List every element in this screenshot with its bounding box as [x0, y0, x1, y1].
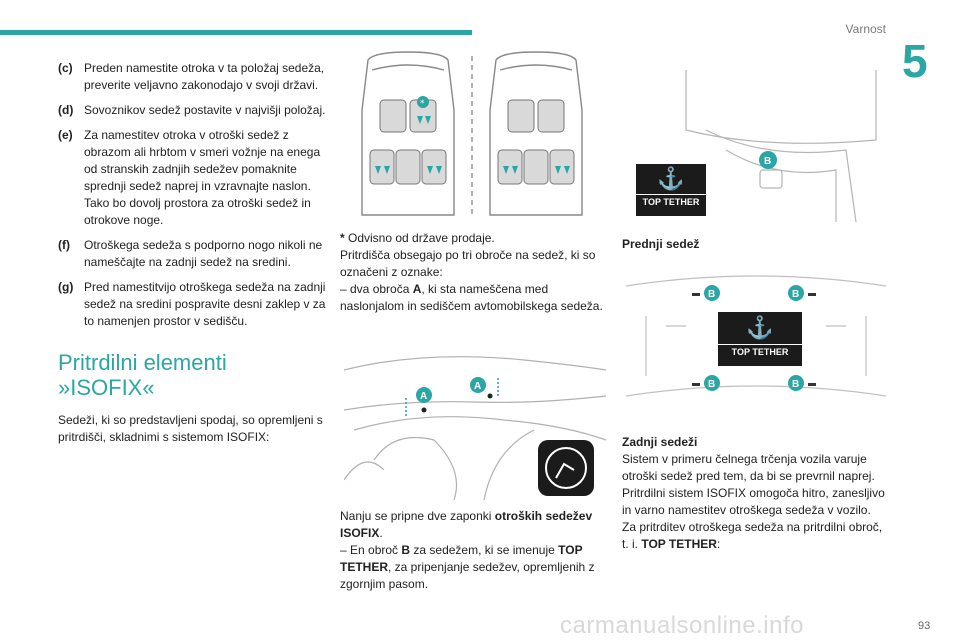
seat-back-illustration: B [685, 70, 877, 222]
item-label: (c) [58, 61, 73, 75]
paragraph: Za pritrditev otroškega sedeža na pritrd… [622, 519, 886, 553]
label-b: B [708, 379, 715, 390]
text-span: – En obroč [340, 543, 402, 557]
heading-line: Pritrdilni elementi [58, 350, 227, 375]
list-item: (c) Preden namestite otroka v ta položaj… [58, 60, 326, 94]
column-right-bottom: Zadnji sedeži Sistem v primeru čelnega t… [622, 434, 886, 553]
label-b: B [708, 289, 715, 300]
item-text: Za namestitev otroka v otroški sedež z o… [84, 128, 321, 227]
item-label: (d) [58, 103, 74, 117]
column-left: (c) Preden namestite otroka v ta položaj… [58, 60, 326, 446]
anchor-icon: ⚓ [746, 315, 774, 340]
text-span: Nanju se pripne dve zaponki [340, 509, 495, 523]
item-label: (e) [58, 128, 73, 142]
bold-span: TOP TETHER [340, 543, 583, 574]
paragraph: Pritrdilni sistem ISOFIX omogoča hitro, … [622, 486, 885, 517]
column-middle-top: * Odvisno od države prodaje. Pritrdišča … [340, 230, 604, 315]
item-label: (f) [58, 238, 70, 252]
car-seat-layout-figure: * [344, 50, 608, 220]
badge-text: TOP TETHER [636, 194, 706, 209]
list-item: (f) Otroškega sedeža s podporno nogo nik… [58, 237, 326, 271]
bold-span: otroških sedežev ISOFIX [340, 509, 593, 540]
text-span: : [716, 537, 721, 551]
page-number: 93 [918, 620, 931, 632]
label-b: B [792, 379, 799, 390]
column-middle-bottom: Nanju se pripne dve zaponki otroških sed… [340, 508, 604, 593]
footnote-text: Odvisno od države prodaje. [344, 231, 495, 245]
text-span: , ki sta nameščena med naslonjalom in se… [340, 282, 603, 313]
bold-span: TOP TETHER [641, 537, 717, 551]
section-heading: Pritrdilni elementi »ISOFIX« [58, 350, 326, 400]
item-text: Pred namestitvijo otroškega sedeža na za… [84, 280, 326, 328]
header-accent-bar [0, 30, 472, 35]
item-label: (g) [58, 280, 74, 294]
item-text: Sovoznikov sedež postavite v najvišji po… [84, 103, 326, 117]
item-text: Preden namestite otroka v ta položaj sed… [84, 61, 325, 92]
paragraph: Sistem v primeru čelnega trčenja vozila … [622, 452, 875, 483]
paragraph: – En obroč B za sedežem, ki se imenuje T… [340, 542, 604, 593]
section-title: Varnost [845, 22, 886, 36]
label-b: B [764, 156, 771, 167]
label-a: A [474, 381, 481, 392]
top-tether-badge: ⚓ TOP TETHER [636, 164, 706, 216]
top-tether-badge: ⚓ TOP TETHER [718, 312, 802, 366]
label-a: A [420, 391, 427, 402]
item-text: Otroškega sedeža s podporno nogo nikoli … [84, 238, 323, 269]
list-item: (d) Sovoznikov sedež postavite v najvišj… [58, 102, 326, 119]
figure-caption: Prednji sedež [622, 236, 886, 253]
bold-span: B [401, 543, 411, 557]
intro-paragraph: Sedeži, ki so predstavljeni spodaj, so o… [58, 413, 323, 444]
bold-span: A [412, 282, 422, 296]
chapter-number: 5 [902, 35, 928, 87]
paragraph: Pritrdišča obsegajo po tri obroče na sed… [340, 248, 596, 279]
seat-illustration: A A [344, 356, 606, 500]
watermark: carmanualsonline.info [560, 612, 804, 639]
text-span: . [379, 526, 383, 540]
paragraph: – dva obroča A, ki sta nameščena med nas… [340, 281, 604, 315]
isofix-rings-figure: A A [344, 330, 606, 500]
anchor-icon: ⚓ [657, 166, 685, 191]
text-span: – dva obroča [340, 282, 413, 296]
star-marker-icon [417, 96, 429, 108]
heading-line: »ISOFIX« [58, 375, 155, 400]
svg-text:*: * [420, 99, 425, 109]
footnote: * Odvisno od države prodaje. [340, 230, 604, 247]
rear-seat-illustration: B B B B [626, 275, 886, 397]
footnote-star: * [340, 231, 345, 245]
caption-text: Zadnji sedeži [622, 435, 698, 449]
caption: Prednji sedež [622, 236, 886, 253]
text-span: Za pritrditev otroškega sedeža na pritrd… [622, 520, 883, 551]
text-span: , za pripenjanje sedežev, opremljenih z … [340, 560, 595, 591]
car-topview-illustration: * [361, 51, 583, 216]
caption-text: Prednji sedež [622, 237, 700, 251]
label-b: B [792, 289, 799, 300]
paragraph: Nanju se pripne dve zaponki otroških sed… [340, 508, 604, 542]
figure-caption: Zadnji sedeži [622, 434, 886, 451]
text-span: za sedežem, ki se imenuje [410, 543, 559, 557]
list-item: (e) Za namestitev otroka v otroški sedež… [58, 127, 326, 229]
badge-text: TOP TETHER [718, 344, 802, 359]
list-item: (g) Pred namestitvijo otroškega sedeža n… [58, 279, 326, 330]
